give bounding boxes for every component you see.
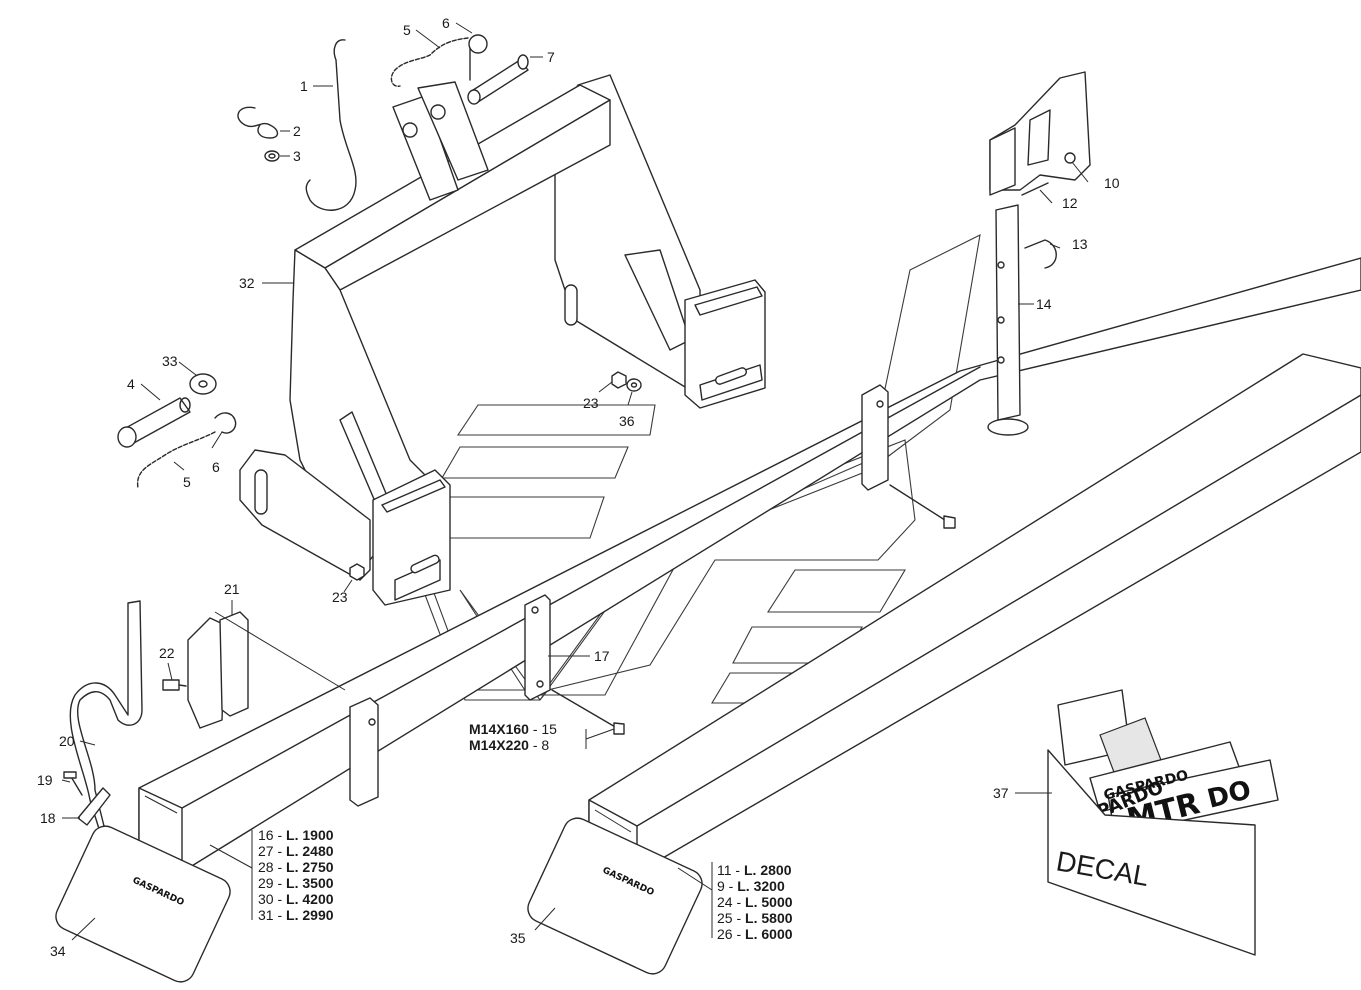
callout-20: 20 [59,733,75,749]
bolt-row-15: M14X160 - 15 [469,721,557,737]
callout-7: 7 [547,49,555,65]
decal-set-37: PARDO GASPARDO MTR DO DECAL [1047,689,1279,956]
callout-23-upper: 23 [583,395,599,411]
bolt-size-table: M14X160 - 15 M14X220 - 8 [469,721,557,753]
bolt-22 [162,679,187,691]
callout-36: 36 [619,413,635,429]
short-bar-row: 30 - L. 4200 [258,891,334,907]
callout-numbers: 1 2 3 4 5 5 6 6 7 10 12 13 14 17 18 19 2… [37,15,1120,959]
callout-32: 32 [239,275,255,291]
u-clamp-17 [524,594,551,701]
callout-17: 17 [594,648,610,664]
callout-19: 19 [37,772,53,788]
clip-2 [237,106,279,139]
callout-6-top: 6 [442,15,450,31]
washer-36 [626,378,642,392]
callout-5-top: 5 [403,22,411,38]
callout-1: 1 [300,78,308,94]
main-frame-32 [239,74,766,606]
washer-3 [264,150,280,162]
short-bar-row: 16 - L. 1900 [258,827,334,843]
callout-22: 22 [159,645,175,661]
leader-lines [61,22,1089,941]
callout-6-left: 6 [212,459,220,475]
nut-23-upper [611,371,627,389]
bolt-19 [63,771,83,796]
callout-21: 21 [224,581,240,597]
bracket-21 [187,611,249,729]
callout-37: 37 [993,785,1009,801]
callout-12: 12 [1062,195,1078,211]
point-18 [77,787,111,826]
callout-10: 10 [1104,175,1120,191]
short-bar-row: 28 - L. 2750 [258,859,334,875]
callout-2: 2 [293,123,301,139]
short-bar-row: 27 - L. 2480 [258,843,334,859]
callout-33: 33 [162,353,178,369]
short-bar-row: 29 - L. 3500 [258,875,334,891]
callout-23-lower: 23 [332,589,348,605]
lynch-pin-6-left [214,412,237,434]
pin-12 [1021,182,1049,196]
callout-3: 3 [293,148,301,164]
callout-34: 34 [50,943,66,959]
s-hook-1 [305,39,357,211]
lynch-pin-6-top [468,34,488,81]
tine-20 [69,600,143,833]
bolt-row-8: M14X220 - 8 [469,737,549,753]
clip-13 [1024,239,1057,269]
end-cap-34: GASPARDO [55,825,231,983]
callout-5-left: 5 [183,474,191,490]
long-bar-row: 25 - L. 5800 [717,910,793,926]
clamp-bolt-front [551,689,625,735]
end-cap-35: GASPARDO [527,817,703,975]
long-bar-row: 9 - L. 3200 [717,878,785,894]
long-bar-length-table: 11 - L. 2800 9 - L. 3200 24 - L. 5000 25… [717,862,793,942]
callout-13: 13 [1072,236,1088,252]
stand-bracket-10 [989,71,1091,196]
callout-4: 4 [127,376,135,392]
chain-5-top [390,37,469,87]
watermark-logo [407,234,981,704]
callout-35: 35 [510,930,526,946]
u-clamp-short-bar [349,697,379,807]
u-clamp-rear [861,384,889,491]
chain-5-left [136,431,216,489]
nut-23-lower [349,563,365,581]
callout-18: 18 [40,810,56,826]
long-bar-row: 26 - L. 6000 [717,926,793,942]
pin-4 [117,397,191,448]
short-bar-length-table: 16 - L. 1900 27 - L. 2480 28 - L. 2750 2… [258,827,334,923]
callout-14: 14 [1036,296,1052,312]
long-bar-row: 11 - L. 2800 [717,862,792,878]
washer-33 [189,373,217,395]
parking-stand-14 [987,204,1029,436]
pin-7 [467,54,529,105]
clamp-bolt-rear [889,484,956,529]
long-bar-row: 24 - L. 5000 [717,894,793,910]
short-bar-row: 31 - L. 2990 [258,907,334,923]
